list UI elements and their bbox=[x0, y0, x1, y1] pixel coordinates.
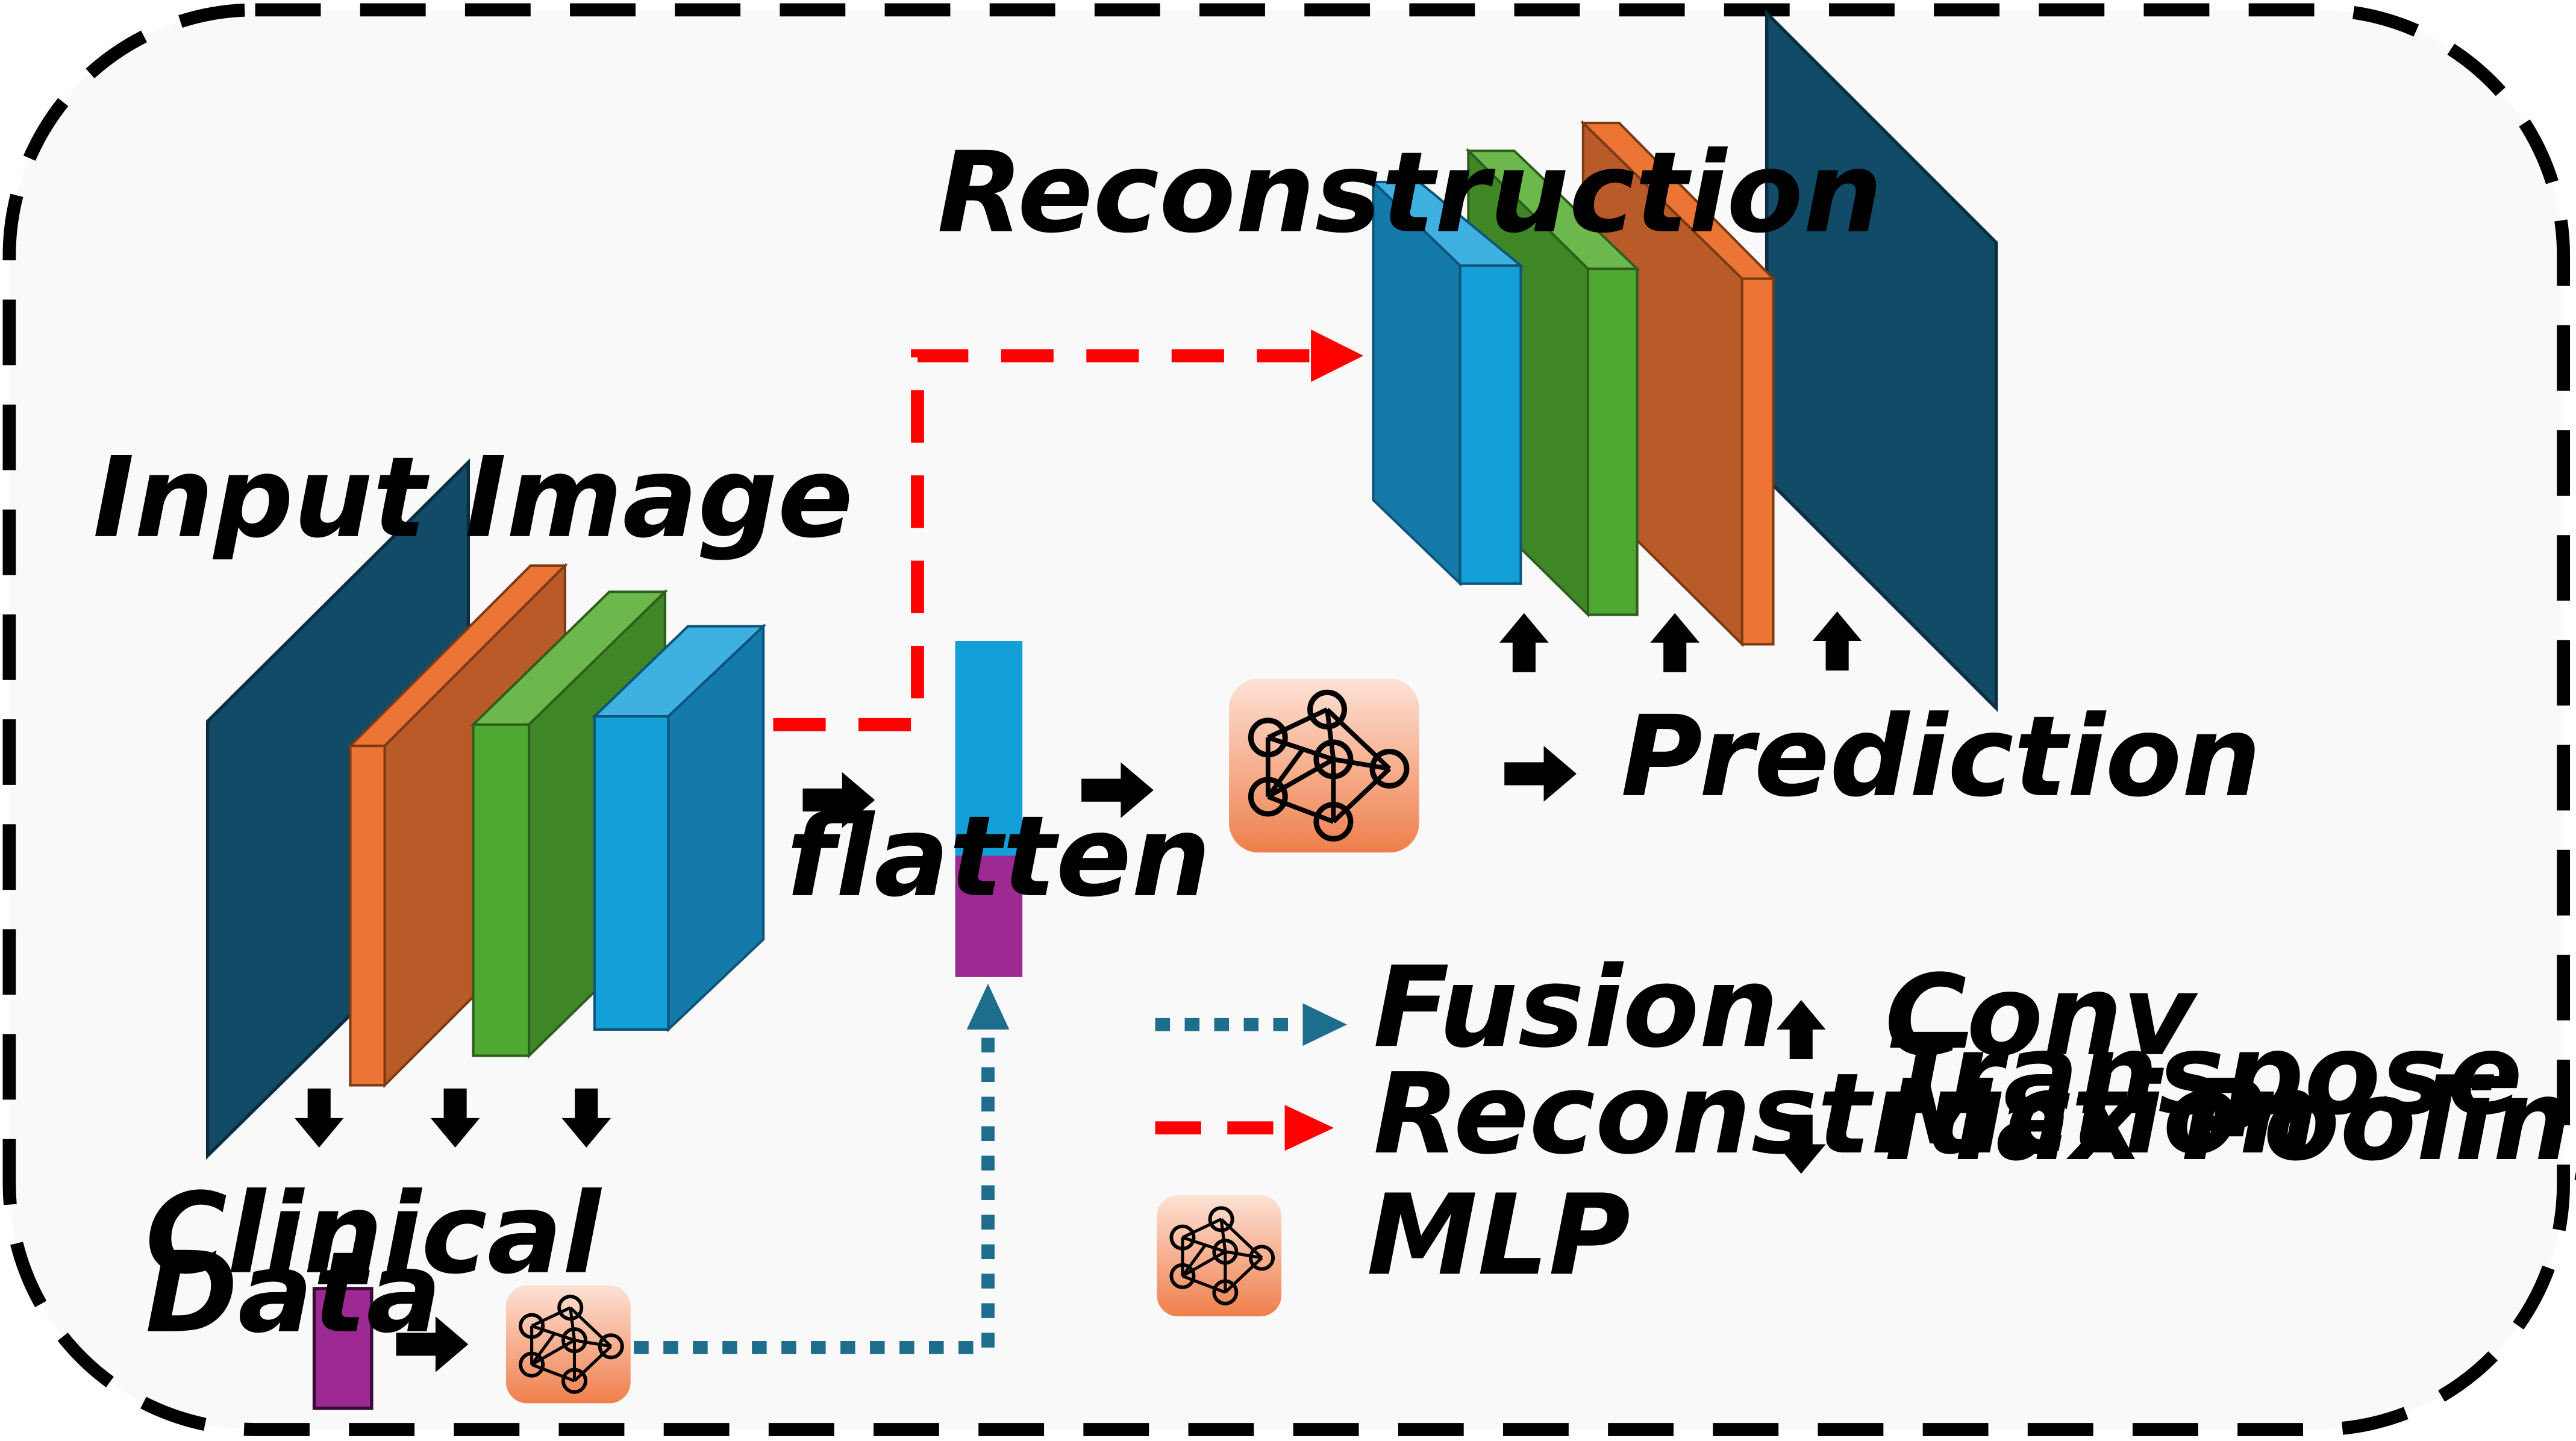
feature-vector-clinical bbox=[955, 855, 1023, 977]
fusion-path bbox=[634, 1029, 995, 1354]
main-mlp-icon bbox=[1229, 678, 1419, 853]
decoder-blue-layer bbox=[1458, 264, 1522, 585]
clinical-label-line1: Clinical bbox=[145, 1169, 602, 1299]
encoder-blue-layer bbox=[593, 715, 670, 1031]
decoder-green-layer bbox=[1586, 267, 1639, 616]
clinical-mlp-icon bbox=[505, 1285, 631, 1404]
legend-mlp-label: MLP bbox=[1367, 1170, 1631, 1300]
legend-conv-label: Conv bbox=[1885, 951, 2199, 1081]
legend-max-pooling-label: Max Pooling bbox=[1885, 1055, 2576, 1186]
encoder-green-layer bbox=[472, 723, 531, 1057]
legend-reconstruction-arrow bbox=[1284, 1105, 1334, 1151]
fusion-path-head bbox=[966, 983, 1010, 1030]
input-image-label: Input Image bbox=[93, 433, 853, 563]
feature-vector-image bbox=[955, 641, 1023, 856]
flatten-label: flatten bbox=[786, 792, 1211, 922]
encoder-orange-layer bbox=[349, 745, 386, 1087]
legend-fusion-label: Fusion bbox=[1374, 942, 1779, 1072]
legend-transpose-label: Transpose bbox=[1885, 1010, 2523, 1140]
encoder-stack bbox=[205, 458, 767, 1160]
prediction-label: Prediction bbox=[1621, 692, 2261, 822]
reconstruction-path bbox=[773, 349, 1311, 731]
clinical-data-block bbox=[312, 1287, 374, 1410]
decoder-stack bbox=[1370, 9, 1998, 713]
legend bbox=[1155, 999, 1826, 1317]
reconstruction-path-head bbox=[1311, 329, 1364, 383]
legend-mlp-icon bbox=[1157, 1195, 1282, 1317]
legend-reconstruction-label: Reconstruction bbox=[1374, 1049, 2319, 1179]
clinical-label-line2: Data bbox=[145, 1228, 442, 1358]
legend-fusion-arrow bbox=[1302, 1003, 1347, 1046]
decoder-orange-layer bbox=[1740, 277, 1775, 646]
reconstruction-title: Reconstruction bbox=[937, 128, 1883, 258]
